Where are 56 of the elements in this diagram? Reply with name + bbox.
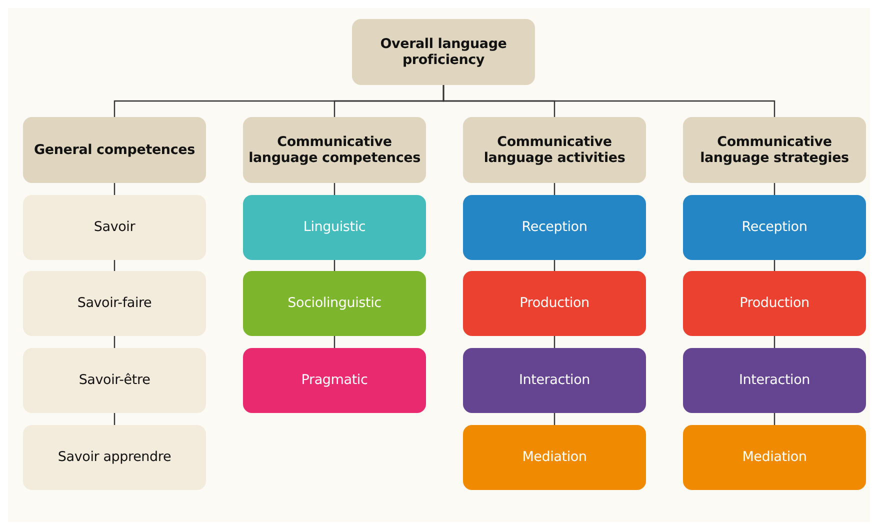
category-box: [683, 348, 866, 413]
box-label: Communicative language competences: [248, 134, 422, 166]
connector-line: [114, 413, 116, 425]
connector-line: [114, 336, 116, 348]
box-label: Pragmatic: [301, 372, 368, 389]
connector-line: [442, 85, 776, 117]
competence-box: [23, 195, 206, 260]
category-box: [243, 271, 426, 336]
category-box: [463, 271, 646, 336]
connector-line: [114, 260, 116, 271]
category-box: [683, 425, 866, 490]
category-box: [683, 271, 866, 336]
box-label: Production: [740, 295, 810, 312]
competence-box: [23, 425, 206, 490]
connector-line: [114, 183, 116, 195]
competence-box: [23, 348, 206, 413]
box-label: Reception: [522, 219, 588, 236]
category-box: [463, 195, 646, 260]
box-label: Interaction: [738, 372, 810, 389]
connector-line: [334, 336, 336, 348]
box-label: Sociolinguistic: [288, 295, 382, 312]
connector-line: [554, 336, 556, 348]
category-box: [243, 348, 426, 413]
category-header-box: [243, 117, 426, 183]
category-box: [463, 425, 646, 490]
box-label: Savoir-faire: [77, 295, 152, 312]
box-label: Production: [520, 295, 590, 312]
category-header-box: [23, 117, 206, 183]
box-label: Interaction: [518, 372, 590, 389]
box-label: Mediation: [522, 449, 587, 466]
connector-line: [774, 413, 776, 425]
box-label: Savoir: [94, 219, 136, 236]
box-label: Mediation: [742, 449, 807, 466]
connector-line: [334, 183, 336, 195]
category-header-box: [683, 117, 866, 183]
box-label: Overall language proficiency: [379, 36, 508, 68]
box-label: Savoir apprendre: [58, 449, 172, 466]
box-label: Linguistic: [303, 219, 366, 236]
box-label: Communicative language strategies: [699, 134, 850, 166]
connector-line: [774, 260, 776, 271]
connector-line: [774, 183, 776, 195]
category-box: [243, 195, 426, 260]
category-box: [683, 195, 866, 260]
connector-line: [334, 260, 336, 271]
connector-line: [554, 413, 556, 425]
root-box: [352, 19, 535, 85]
category-header-box: [463, 117, 646, 183]
box-label: General competences: [34, 142, 195, 158]
connector-line: [774, 336, 776, 348]
category-box: [463, 348, 646, 413]
connector-line: [554, 183, 556, 195]
box-label: Communicative language activities: [482, 134, 626, 166]
box-label: Reception: [742, 219, 808, 236]
competence-box: [23, 271, 206, 336]
connector-line: [554, 260, 556, 271]
box-label: Savoir-être: [78, 372, 150, 389]
